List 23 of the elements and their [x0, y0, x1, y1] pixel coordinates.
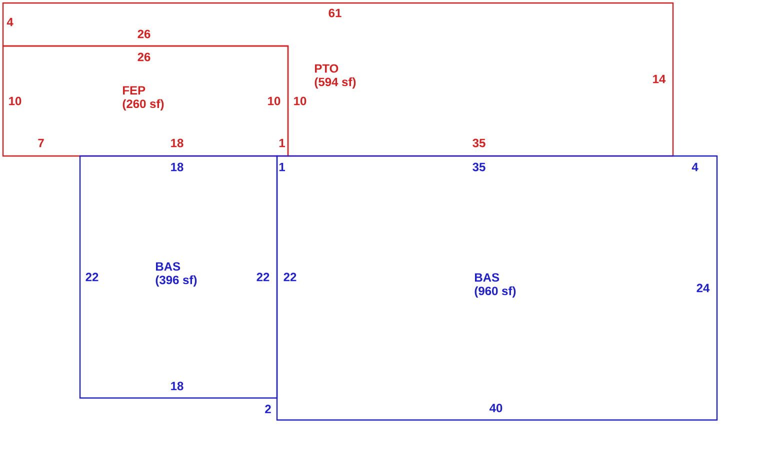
dimension-label: 35	[472, 162, 486, 172]
dimension-label: 10	[294, 96, 306, 106]
dimension-label: 4	[692, 162, 698, 172]
dimension-label: 22	[284, 272, 296, 282]
dimension-label: 26	[138, 30, 150, 38]
dimension-label: 22	[256, 272, 270, 282]
dimension-label: 35	[472, 138, 486, 148]
dimension-label: 1	[279, 138, 285, 148]
dimension-label: 1	[279, 162, 285, 172]
dimension-label: 10	[268, 96, 280, 106]
dimension-label: 10	[9, 96, 22, 106]
dimension-label: 24	[696, 284, 710, 292]
dimension-label: 2	[265, 404, 271, 414]
dimension-label: 4	[6, 18, 14, 26]
dimension-label: 40	[490, 404, 502, 412]
dimension-label: 18	[171, 138, 184, 148]
dimension-label: 18	[171, 162, 184, 172]
dimension-label: 14	[653, 74, 666, 84]
dimension-label: 22	[86, 272, 98, 282]
dimension-label: 26	[138, 52, 150, 62]
dimension-label: 61	[328, 8, 342, 18]
dimension-label: 7	[38, 138, 44, 148]
dimension-label: 18	[171, 382, 184, 390]
